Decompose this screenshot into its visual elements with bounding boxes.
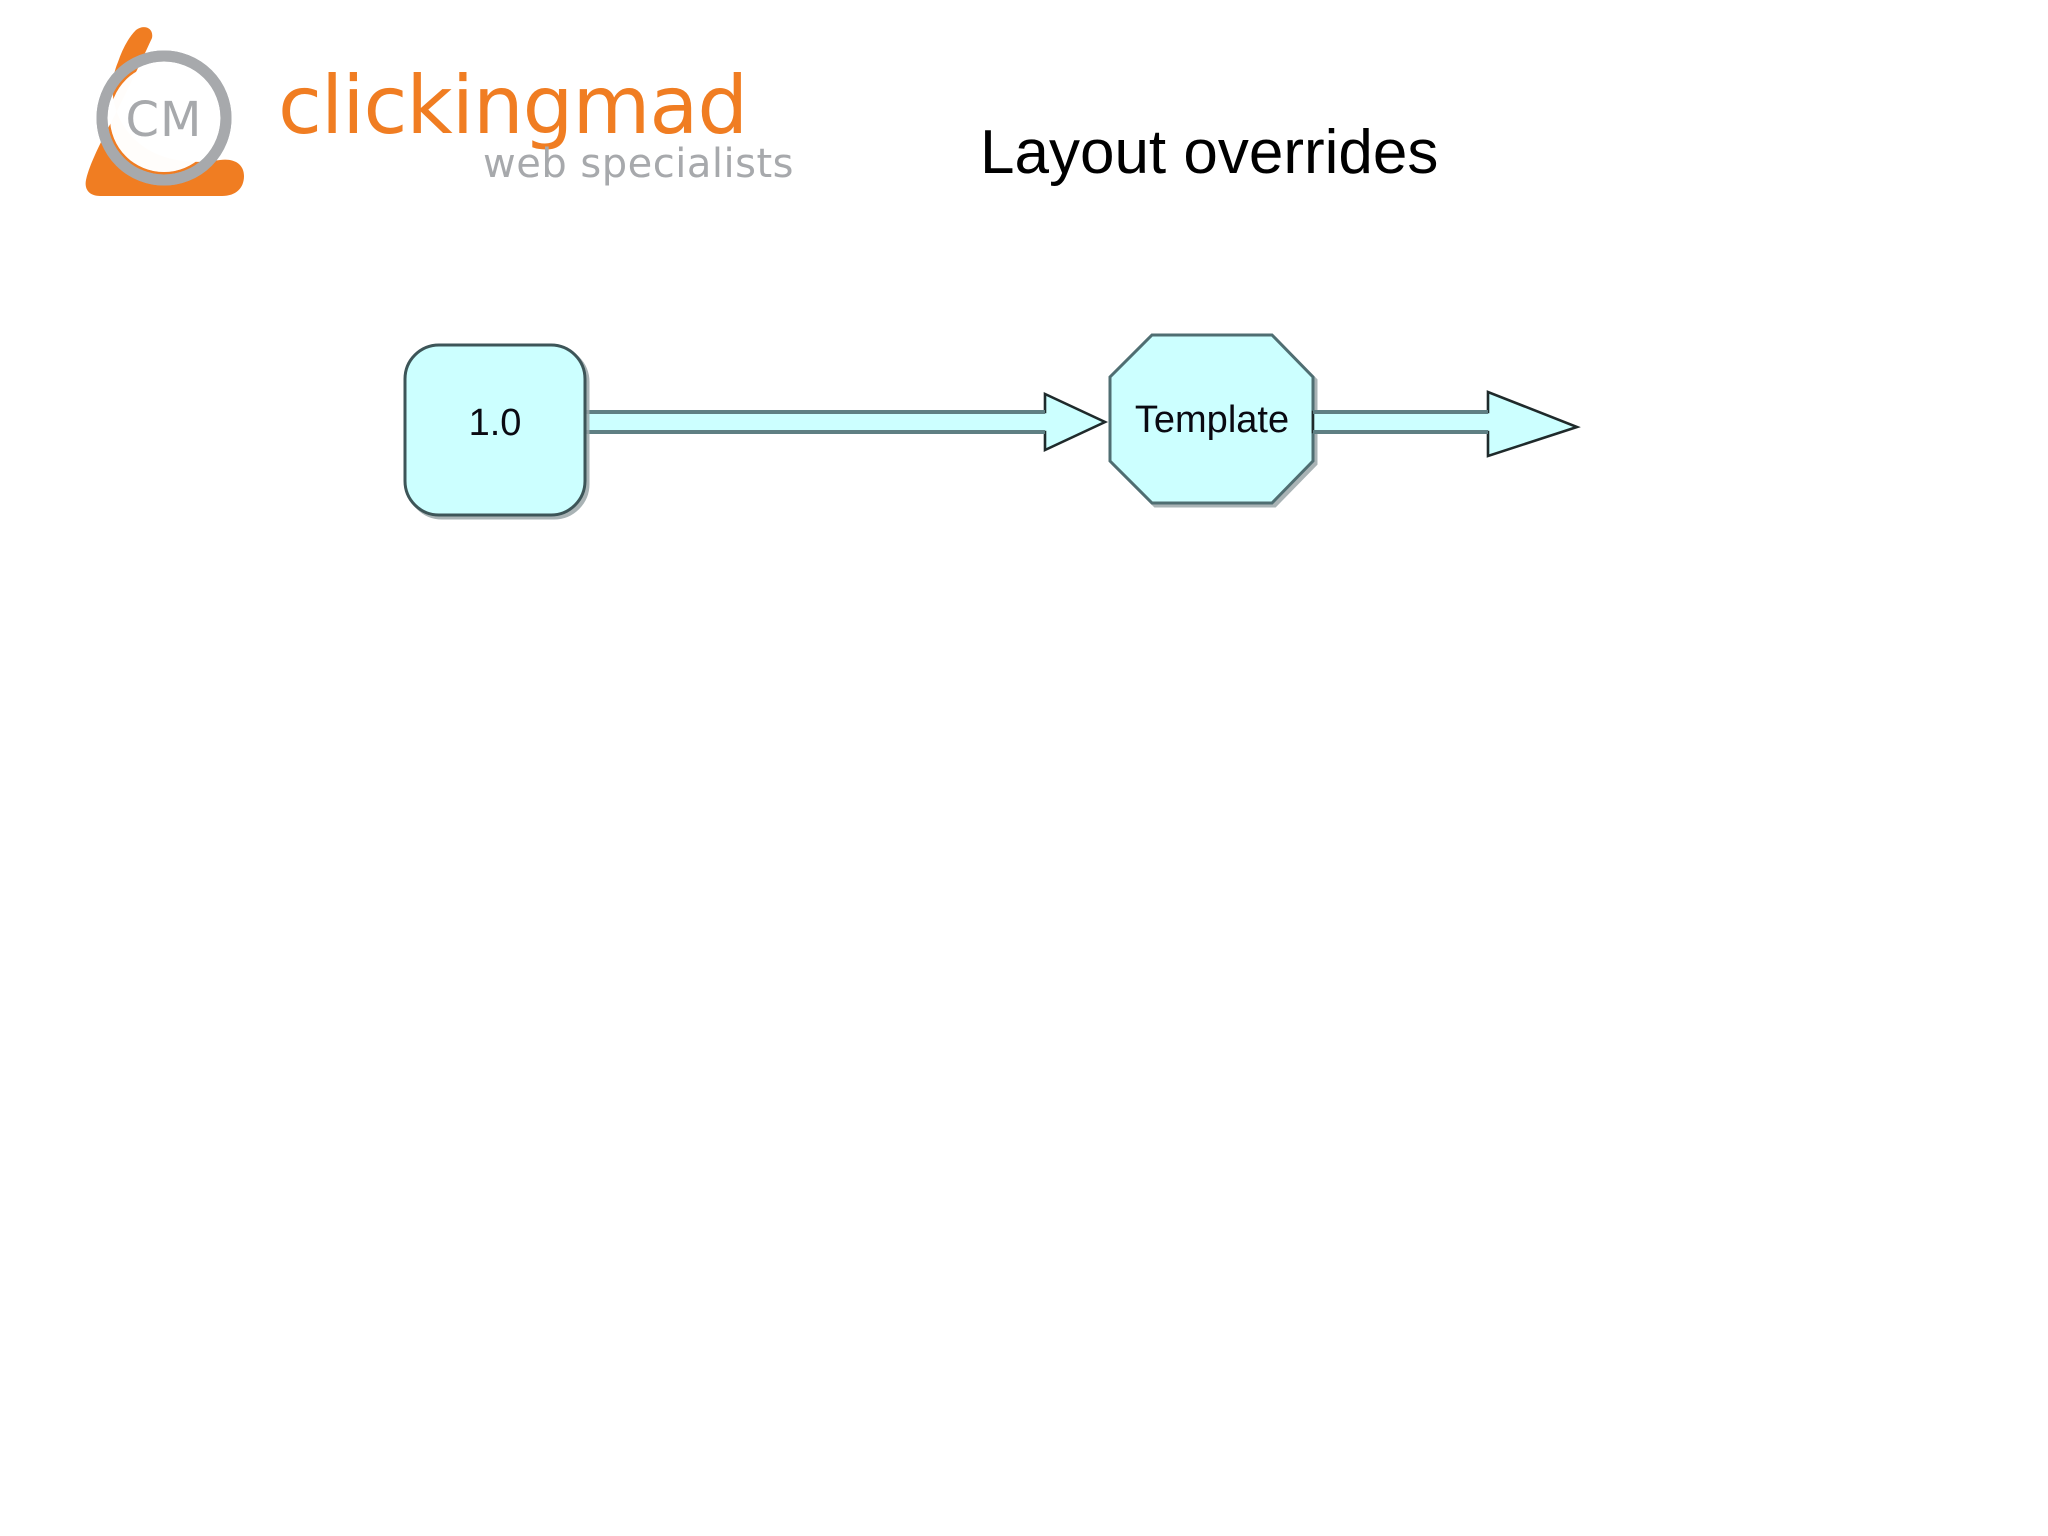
edge-process-template[interactable] xyxy=(583,391,1109,453)
node-template[interactable] xyxy=(1108,333,1315,505)
node-process[interactable] xyxy=(403,343,587,517)
edge-template-out[interactable] xyxy=(1311,390,1581,458)
clickingmad-logo[interactable]: CM clickingmad web specialists xyxy=(40,18,793,226)
logo-mark-icon: CM xyxy=(40,18,280,223)
logo-tagline-text: web specialists xyxy=(483,141,794,187)
node-process-label: 1.0 xyxy=(468,402,522,444)
node-template-label: Template xyxy=(1134,399,1290,441)
logo-wordmark: clickingmad web specialists xyxy=(278,59,793,226)
logo-wordmark-text: clickingmad xyxy=(278,59,748,152)
svg-text:CM: CM xyxy=(126,92,203,148)
page-title: Layout overrides xyxy=(980,118,1439,187)
